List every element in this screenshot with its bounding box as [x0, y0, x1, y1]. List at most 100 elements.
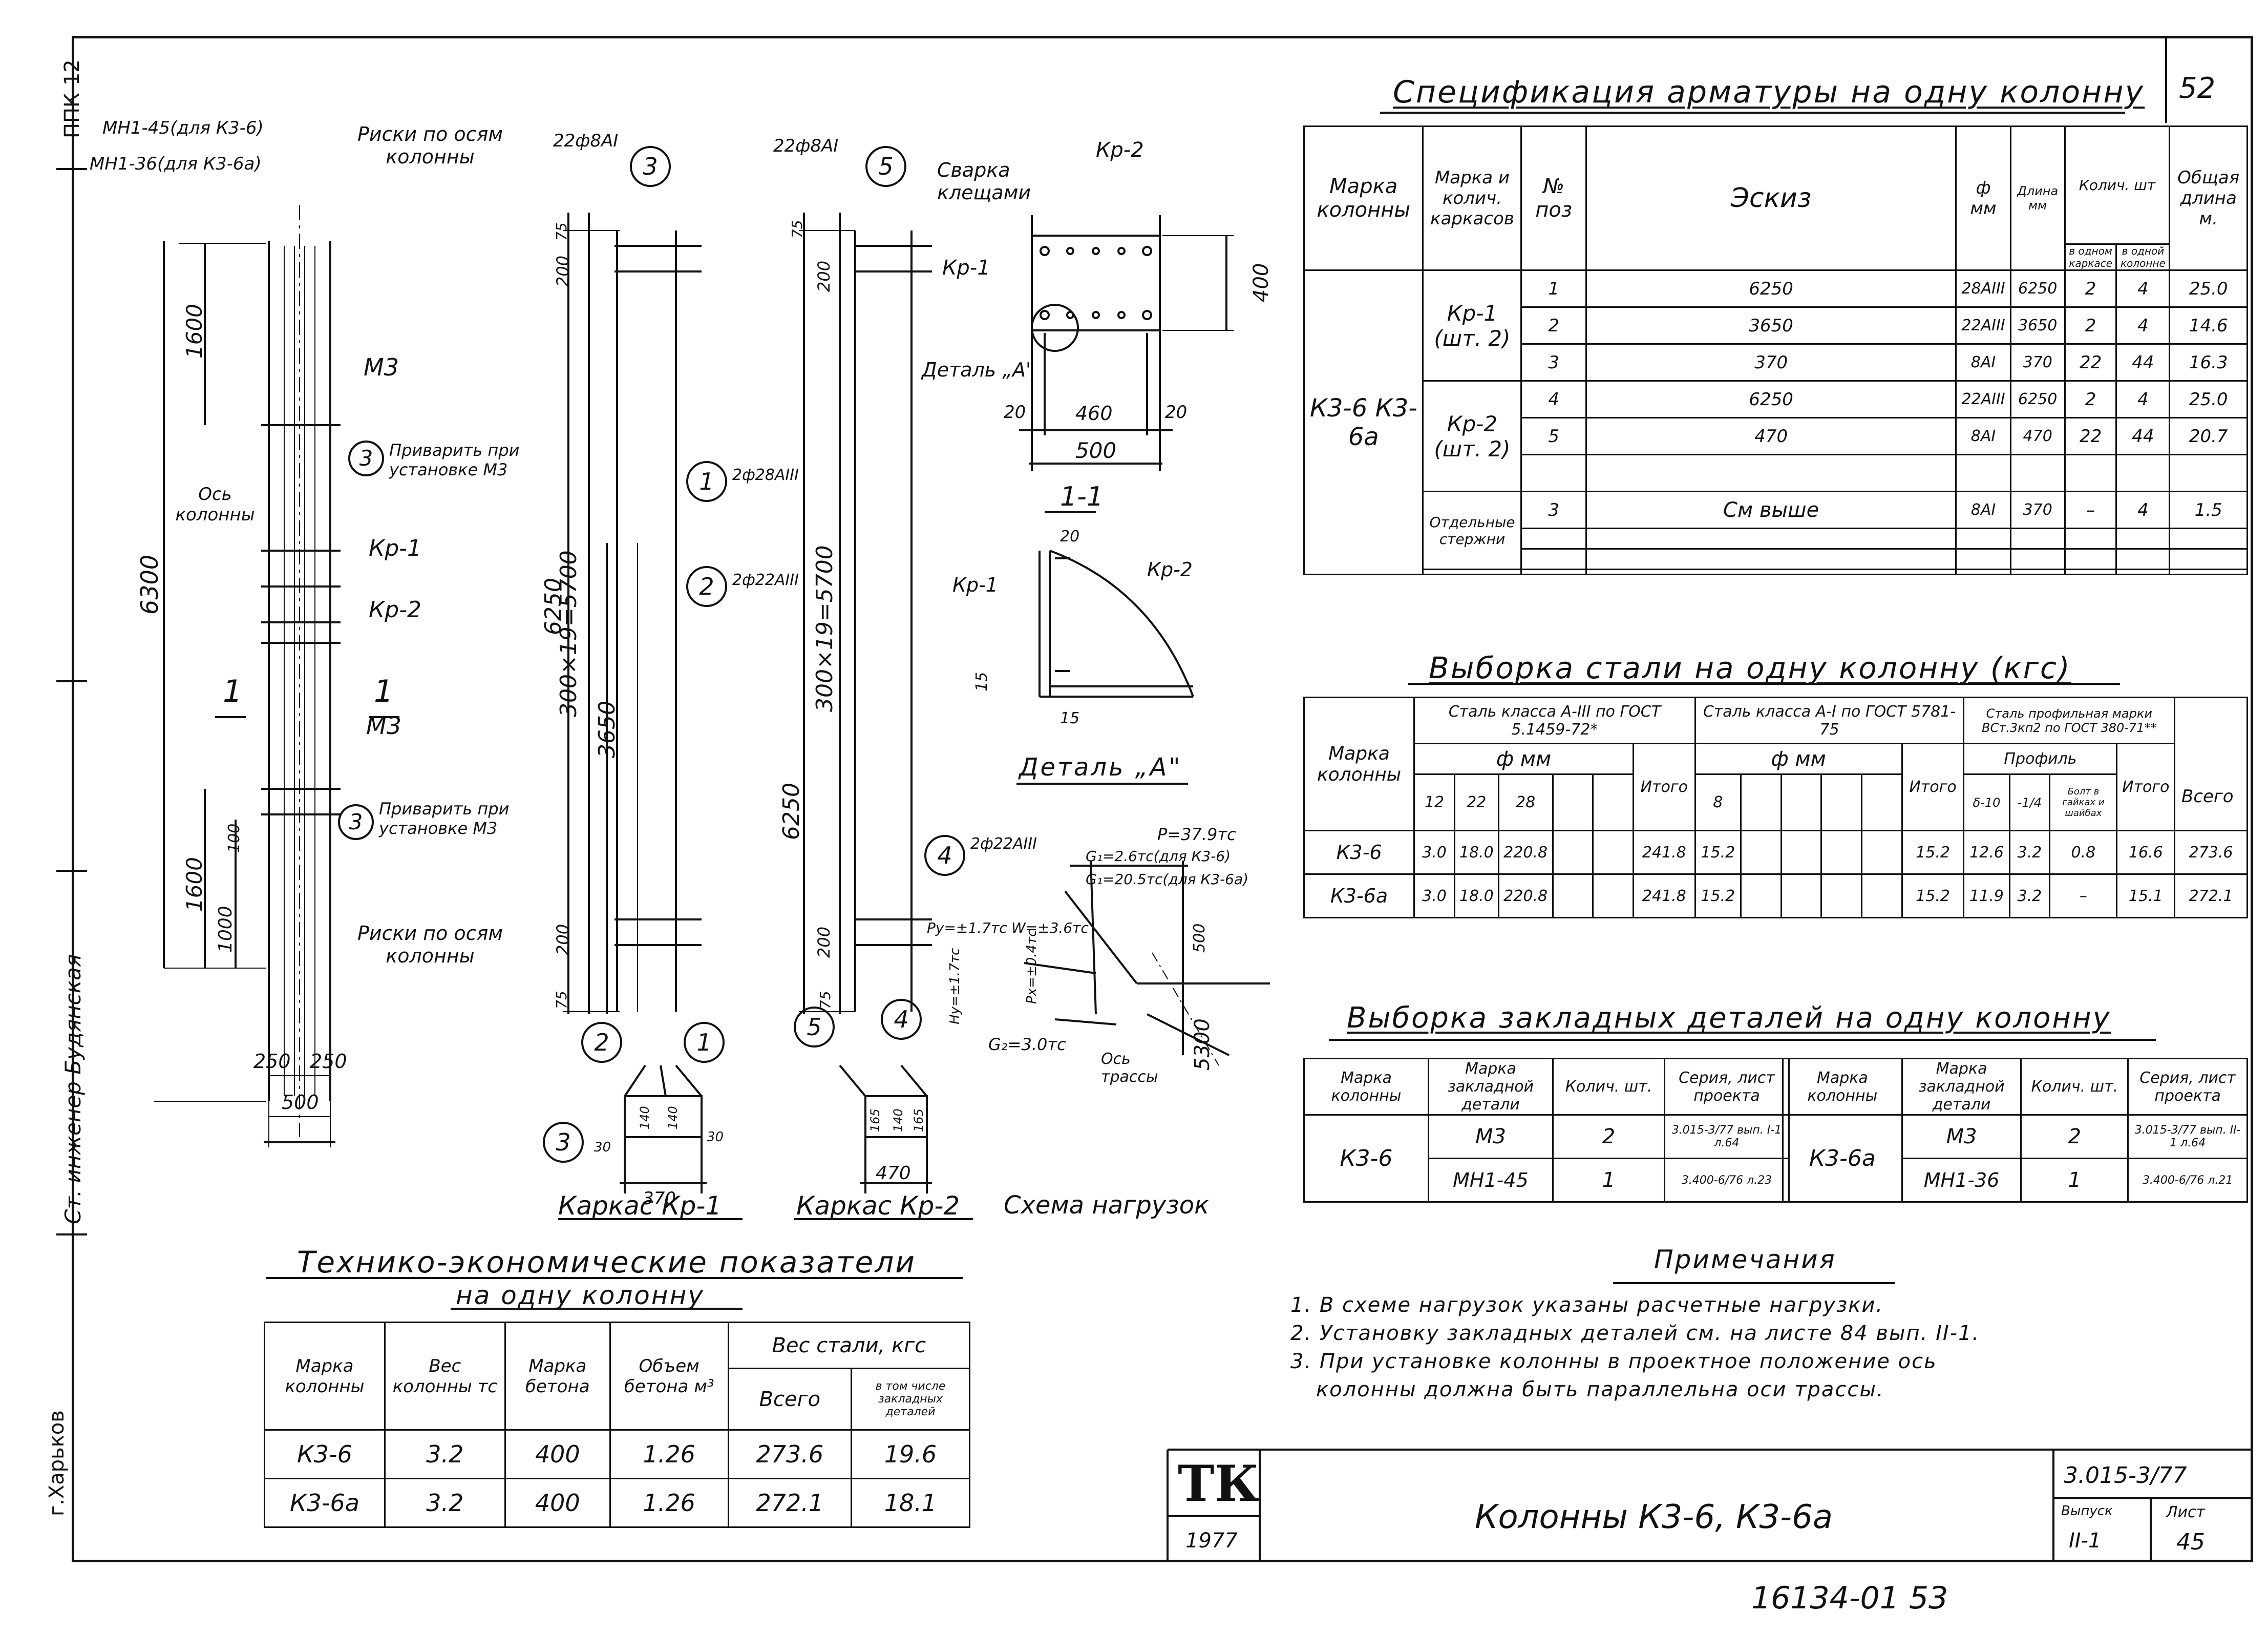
- emb-zakl: МН1-45: [1427, 1158, 1554, 1203]
- emb-h-seria: Серия, лист проекта: [1663, 1058, 1790, 1116]
- note-4: колонны должна быть параллельна оси трас…: [1316, 1378, 1884, 1401]
- spec-pos: 4: [1520, 380, 1587, 418]
- steel-p2: -1/4: [2008, 773, 2051, 831]
- spec-total: 25.0: [2169, 269, 2248, 308]
- spec-b: 4: [2115, 491, 2171, 529]
- tep-title-1: Технико-экономические показатели: [297, 1245, 916, 1280]
- spec-h-karkas: Марка и колич. каркасов: [1422, 125, 1522, 271]
- emb-kol: 1: [2020, 1158, 2129, 1203]
- tep-obem: 1.26: [609, 1478, 729, 1528]
- tep-title-2: на одну колонну: [456, 1281, 705, 1310]
- spec-a: 2: [2064, 269, 2117, 308]
- tep-h-steel: Вес стали, кгс: [727, 1322, 971, 1369]
- steel-p1v: 11.9: [1963, 873, 2010, 918]
- spec-eskiz: 3650: [1585, 306, 1957, 345]
- dim-300x19a: 300×19=5700: [556, 550, 582, 717]
- steel-h-vsego-label: Всего: [2181, 786, 2234, 807]
- steel-h-vsego: [2174, 697, 2248, 831]
- spec-h-obshch: Общая длина м.: [2169, 125, 2248, 271]
- dim-250b: 250: [310, 1050, 347, 1073]
- steel-it3: 15.1: [2116, 873, 2176, 918]
- spec-phi: 8АI: [1955, 417, 2011, 455]
- steel-d8v: 15.2: [1694, 830, 1742, 875]
- load-g1a: G₁=2.6тс(для К3-6): [1086, 848, 1231, 865]
- steel-p1: δ-10: [1963, 773, 2010, 831]
- steel-b: 18.0: [1453, 830, 1499, 875]
- spec-h-phi: ф мм: [1955, 125, 2011, 271]
- spec-eskiz: 6250: [1585, 269, 1957, 308]
- emb-seria: 3.400-6/76 л.21: [2127, 1158, 2248, 1203]
- detail-a-ref: Деталь „А": [922, 359, 1035, 381]
- callout-2: 2: [686, 566, 727, 607]
- spec-h-eskiz: Эскиз: [1585, 125, 1957, 271]
- spec-len: 6250: [2009, 380, 2066, 418]
- embedded-table-right: Марка колонны Марка закладной детали Кол…: [1782, 1058, 2248, 1203]
- spec-total: 14.6: [2169, 306, 2248, 345]
- section-1-1-title: 1-1: [1060, 481, 1104, 512]
- steel-h-a1: Сталь класса А-I по ГОСТ 5781-75: [1694, 697, 1965, 744]
- emb-h-zakl: Марка закладной детали: [1427, 1058, 1554, 1116]
- emb-h-seria: Серия, лист проекта: [2127, 1058, 2248, 1116]
- stamp-list: 45: [2176, 1529, 2205, 1555]
- dim-3650: 3650: [594, 701, 620, 758]
- load-hy: Hу=±1.7тс: [947, 948, 963, 1024]
- steel-c: 220.8: [1497, 873, 1554, 918]
- dim-20b: 20: [1165, 402, 1188, 423]
- spec-eskiz: 470: [1585, 417, 1957, 455]
- tep-h-vsego: Всего: [727, 1368, 852, 1431]
- kr1-ref: Кр-1: [369, 535, 422, 561]
- callout-4: 4: [924, 835, 965, 876]
- spec-b: 4: [2115, 269, 2171, 308]
- spec-a: –: [2064, 491, 2117, 529]
- dim-6300: 6300: [136, 554, 163, 615]
- tep-h-marka: Марка колонны: [264, 1322, 386, 1431]
- stamp-vyp-label: Выпуск: [2061, 1503, 2113, 1519]
- bar1-label: 2ф28АIII: [732, 466, 799, 484]
- steel-c: 220.8: [1497, 830, 1554, 875]
- dim-500a: 500: [282, 1091, 319, 1114]
- dim-15a: 15: [973, 672, 991, 692]
- tep-marka: К3-6: [264, 1429, 386, 1479]
- dim-200a: 200: [553, 255, 573, 287]
- tep-ves: 3.2: [384, 1478, 506, 1528]
- axis-trassy: Ось трассы: [1101, 1050, 1158, 1086]
- steel-p3v: 0.8: [2049, 830, 2118, 875]
- kr1-dim-30a: 30: [594, 1140, 611, 1155]
- stamp-title: Колонны К3-6, К3-6а: [1475, 1498, 1833, 1536]
- spec-b: 4: [2115, 306, 2171, 345]
- sheet-code: ППК-12: [60, 59, 84, 138]
- kr2-ref: Кр-2: [369, 597, 422, 623]
- kr2-top-ref: Кр-2: [1096, 138, 1144, 162]
- dim-20c: 20: [1060, 528, 1080, 546]
- footer-number: 16134-01 53: [1751, 1580, 1948, 1616]
- embedded-title: Выборка закладных деталей на одну колонн…: [1347, 1001, 2111, 1035]
- spec-b: 4: [2115, 380, 2171, 418]
- callout-5: 5: [865, 146, 906, 187]
- steel-p1v: 12.6: [1963, 830, 2010, 875]
- spec-total: 25.0: [2169, 380, 2248, 418]
- steel-h-marka: Марка колонны: [1303, 697, 1415, 831]
- steel-h-phi1: ф мм: [1413, 743, 1634, 775]
- caption-kr1: Каркас Кр-1: [558, 1191, 722, 1221]
- m3-top-label: М3: [364, 353, 399, 381]
- tep-h-zakl: в том числе закладных деталей: [850, 1368, 971, 1431]
- emb-h-zakl: Марка закладной детали: [1901, 1058, 2022, 1116]
- kr1-dim-30b: 30: [707, 1129, 724, 1145]
- spec-len: 370: [2009, 491, 2066, 529]
- steel-h-phi2: ф мм: [1694, 743, 1903, 775]
- steel-p2v: 3.2: [2008, 830, 2051, 875]
- riski-bottom-label: Риски по осям колонны: [357, 922, 503, 967]
- emb-zakl: М3: [1901, 1114, 2022, 1159]
- steel-p2v: 3.2: [2008, 873, 2051, 918]
- notes-title: Примечания: [1654, 1245, 1836, 1274]
- bar5-label: 22ф8АI: [773, 136, 839, 156]
- steel-d8v: 15.2: [1694, 873, 1742, 918]
- emb-seria: 3.400-6/76 л.23: [1663, 1158, 1790, 1203]
- dim-75d: 75: [817, 991, 834, 1009]
- dim-75a: 75: [553, 222, 570, 241]
- dim-75b: 75: [553, 991, 570, 1009]
- spec-title: Спецификация арматуры на одну колонну: [1393, 74, 2145, 110]
- spec-total: 20.7: [2169, 417, 2248, 455]
- kr2-dim-165b: 165: [912, 1108, 926, 1132]
